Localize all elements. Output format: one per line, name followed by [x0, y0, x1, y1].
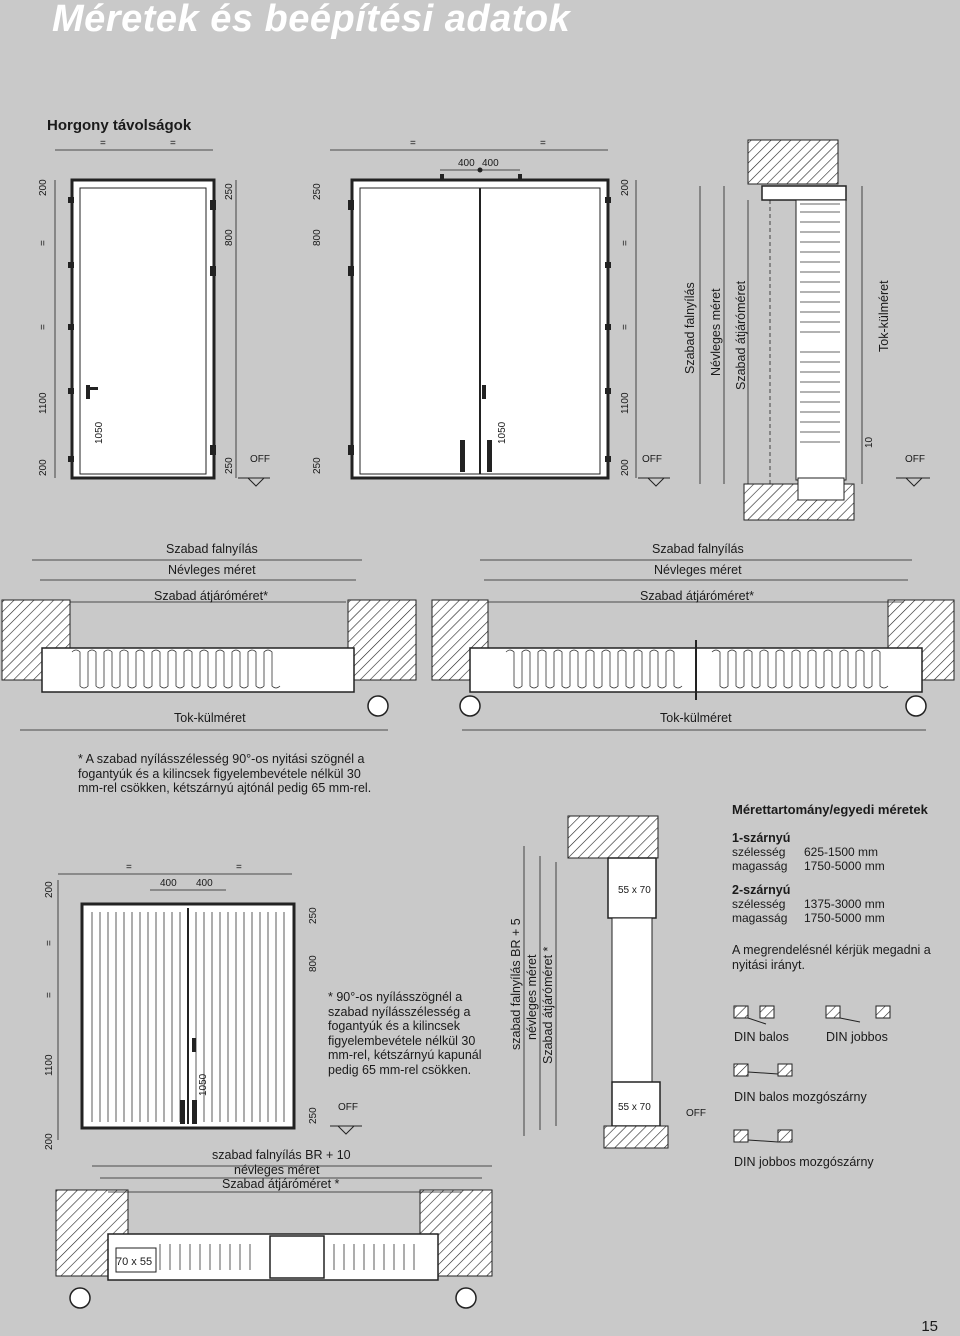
- footnote-2: * 90°-os nyílásszögnél a szabad nyílássz…: [328, 990, 482, 1077]
- din-symbols: [733, 1005, 891, 1143]
- plan-frame-outer: Tok-külméret: [660, 711, 732, 725]
- width-label: szélesség: [732, 897, 786, 911]
- width-value: 625-1500 mm: [804, 845, 879, 859]
- label-frame-outer: Tok-külméret: [877, 280, 891, 352]
- off-label: OFF: [250, 454, 270, 465]
- dim-10: 10: [864, 436, 875, 448]
- off-label: OFF: [338, 1102, 358, 1113]
- height-label: magasság: [732, 859, 788, 873]
- dim-250: 250: [224, 457, 235, 474]
- width-value: 1375-3000 mm: [804, 897, 885, 911]
- plan-frame-outer: Tok-külméret: [174, 711, 246, 725]
- din-right-moving-label: DIN jobbos mozgószárny: [734, 1155, 874, 1169]
- din-lines: [747, 1017, 861, 1143]
- dim-800: 800: [308, 955, 319, 972]
- label-free-opening: Szabad falnyílás: [683, 282, 697, 374]
- off-label: OFF: [642, 454, 662, 465]
- eq-mark: =: [410, 138, 416, 149]
- off-label: OFF: [905, 454, 925, 465]
- label-br5: szabad falnyílás BR + 5: [509, 918, 523, 1050]
- label-nominal-lower: névleges méret: [234, 1163, 320, 1177]
- height-value: 1750-5000 mm: [804, 859, 885, 873]
- dim-400: 400: [160, 878, 177, 889]
- gate-elevation: = = 400 400 200 = = 1100 200 1050 250 80…: [44, 862, 362, 1150]
- double-leaf-label: 2-szárnyú: [732, 883, 791, 897]
- dim-1050: 1050: [198, 1073, 209, 1096]
- eq-mark: =: [100, 138, 106, 149]
- footnote-1: * A szabad nyílásszélesség 90°-os nyitás…: [78, 752, 372, 795]
- page-title: Méretek és beépítési adatok: [52, 0, 571, 40]
- dim-200: 200: [620, 459, 631, 476]
- label-clear-passage: Szabad átjáróméret: [734, 280, 748, 390]
- label-clear-v: Szabad átjáróméret *: [541, 946, 555, 1064]
- plan-single: Szabad falnyílás Névleges méret Szabad á…: [1, 542, 417, 731]
- label-br10: szabad falnyílás BR + 10: [212, 1148, 351, 1162]
- eq-mark: =: [236, 862, 242, 873]
- dim-eq: =: [44, 940, 55, 946]
- dim-eq: =: [38, 324, 49, 330]
- width-label: szélesség: [732, 845, 786, 859]
- plan-gate: [55, 1165, 493, 1309]
- gate-vertical-section: szabad falnyílás BR + 5 névleges méret S…: [509, 815, 706, 1149]
- dim-200: 200: [38, 459, 49, 476]
- section-55x70: 55 x 70: [618, 885, 651, 896]
- dim-400: 400: [196, 878, 213, 889]
- din-left-label: DIN balos: [734, 1030, 789, 1044]
- dim-1100: 1100: [38, 392, 49, 414]
- dim-200: 200: [620, 179, 631, 196]
- size-range-title: Mérettartomány/egyedi méretek: [732, 802, 928, 817]
- dim-200: 200: [38, 179, 49, 196]
- vertical-section: Szabad falnyílás Névleges méret Szabad á…: [683, 139, 930, 521]
- dim-400: 400: [482, 158, 499, 169]
- dim-200: 200: [44, 881, 55, 898]
- dim-400: 400: [458, 158, 475, 169]
- label-clear-lower: Szabad átjáróméret *: [222, 1177, 340, 1191]
- dim-250: 250: [312, 183, 323, 200]
- dim-800: 800: [224, 229, 235, 246]
- single-leaf-label: 1-szárnyú: [732, 831, 791, 845]
- eq-mark: =: [126, 862, 132, 873]
- plan-clear-passage: Szabad átjáróméret*: [154, 589, 268, 603]
- height-label: magasság: [732, 911, 788, 925]
- plan-nominal: Névleges méret: [654, 563, 742, 577]
- dim-200: 200: [44, 1133, 55, 1150]
- plan-nominal: Névleges méret: [168, 563, 256, 577]
- dim-250: 250: [224, 183, 235, 200]
- dim-250: 250: [308, 907, 319, 924]
- dim-800: 800: [312, 229, 323, 246]
- label-nominal: Névleges méret: [709, 288, 723, 376]
- dim-1100: 1100: [620, 392, 631, 414]
- dim-eq: =: [620, 240, 631, 246]
- dim-eq: =: [38, 240, 49, 246]
- plan-double: Szabad falnyílás Névleges méret Szabad á…: [431, 542, 955, 731]
- off-label: OFF: [686, 1108, 706, 1119]
- plan-free-opening: Szabad falnyílás: [166, 542, 258, 556]
- plan-clear-passage: Szabad átjáróméret*: [640, 589, 754, 603]
- dim-250: 250: [308, 1107, 319, 1124]
- din-right-label: DIN jobbos: [826, 1030, 888, 1044]
- din-left-moving-label: DIN balos mozgószárny: [734, 1090, 867, 1104]
- page-number: 15: [921, 1318, 938, 1335]
- eq-mark: =: [540, 138, 546, 149]
- dim-eq: =: [44, 992, 55, 998]
- dim-1050: 1050: [497, 421, 508, 444]
- height-value: 1750-5000 mm: [804, 911, 885, 925]
- size-range-panel: Mérettartomány/egyedi méretek 1-szárnyú …: [732, 803, 952, 972]
- dim-1100: 1100: [44, 1054, 55, 1076]
- eq-mark: =: [170, 138, 176, 149]
- single-door-elevation: = = 200 = = 1100 200 1050 250 800 250 OF…: [38, 138, 270, 487]
- dim-eq: =: [620, 324, 631, 330]
- section-70x55: 70 x 55: [116, 1256, 153, 1268]
- plan-free-opening: Szabad falnyílás: [652, 542, 744, 556]
- section-55x70: 55 x 70: [618, 1102, 651, 1113]
- order-note: A megrendelésnél kérjük megadni a nyitás…: [732, 943, 931, 972]
- double-door-elevation: = = 400 400 250 800 250 1050 200 = = 110…: [312, 138, 670, 487]
- dim-250: 250: [312, 457, 323, 474]
- label-nominal-v: névleges méret: [525, 954, 539, 1040]
- dim-1050: 1050: [94, 421, 105, 444]
- section-title: Horgony távolságok: [47, 117, 192, 134]
